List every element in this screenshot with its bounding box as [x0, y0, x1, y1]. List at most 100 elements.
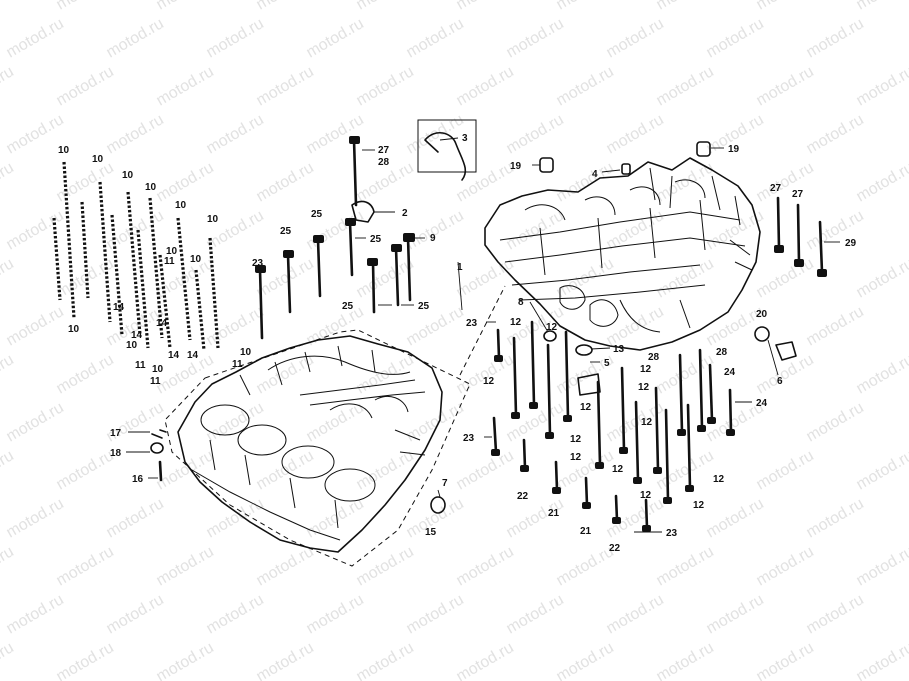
stud-rods-left	[52, 161, 220, 351]
callout: 12	[640, 364, 652, 375]
callout: 16	[132, 474, 144, 485]
callout: 13	[613, 344, 625, 355]
callout: 21	[548, 508, 560, 519]
callout: 12	[546, 322, 558, 333]
watermark-text: motod.ru	[504, 15, 567, 61]
callout: 17	[110, 428, 122, 439]
watermark-text: motod.ru	[104, 111, 167, 157]
watermark-text: motod.ru	[0, 63, 17, 109]
callout: 27	[378, 145, 390, 156]
callout: 14	[187, 350, 199, 361]
upper-bolts	[255, 119, 477, 340]
watermark-text: motod.ru	[0, 639, 17, 681]
watermark-text: motod.ru	[204, 15, 267, 61]
watermark-text: motod.ru	[154, 63, 217, 109]
watermark-text: motod.ru	[654, 159, 717, 205]
callout: 7	[442, 478, 448, 489]
callout: 25	[370, 234, 382, 245]
watermark-text: motod.ru	[754, 543, 817, 589]
watermark-text: motod.ru	[854, 543, 909, 589]
callout: 6	[777, 376, 783, 387]
callout: 10	[68, 324, 80, 335]
callout: 12	[570, 452, 582, 463]
watermark-text: motod.ru	[454, 159, 517, 205]
watermark-text: motod.ru	[604, 15, 667, 61]
callout: 28	[378, 157, 390, 168]
callout: 25	[280, 226, 292, 237]
watermark-text: motod.ru	[754, 639, 817, 681]
watermark-text: motod.ru	[404, 591, 467, 637]
watermark-text: motod.ru	[54, 159, 117, 205]
watermark-text: motod.ru	[0, 255, 17, 301]
callout: 2	[402, 208, 408, 219]
watermark-text: motod.ru	[254, 543, 317, 589]
callout: 23	[666, 528, 678, 539]
watermark-text: motod.ru	[404, 207, 467, 253]
callout: 14	[113, 302, 125, 313]
callout: 10	[126, 340, 138, 351]
callout: 11	[232, 359, 243, 370]
watermark-text: motod.ru	[704, 15, 767, 61]
watermark-text: motod.ru	[854, 447, 909, 493]
callout: 10	[145, 182, 157, 193]
callout: 11	[135, 360, 146, 371]
watermark-text: motod.ru	[654, 543, 717, 589]
watermark-text: motod.ru	[654, 351, 717, 397]
watermark-text: motod.ru	[804, 399, 867, 445]
watermark-text: motod.ru	[404, 399, 467, 445]
callout: 12	[570, 434, 582, 445]
watermark-text: motod.ru	[254, 639, 317, 681]
callout: 12	[580, 402, 592, 413]
watermark-text: motod.ru	[4, 591, 67, 637]
callout: 23	[466, 318, 478, 329]
watermark-text: motod.ru	[154, 543, 217, 589]
lower-bolts	[491, 196, 827, 532]
callout: 21	[580, 526, 592, 537]
watermark-text: motod.ru	[204, 495, 267, 541]
callout: 28	[648, 352, 660, 363]
watermark-text: motod.ru	[654, 255, 717, 301]
watermark-text: motod.ru	[804, 15, 867, 61]
watermark-text: motod.ru	[754, 159, 817, 205]
watermark-text: motod.ru	[154, 0, 217, 13]
callout: 4	[592, 169, 598, 180]
callout: 3	[462, 133, 468, 144]
watermark-text: motod.ru	[654, 63, 717, 109]
watermark-text: motod.ru	[454, 63, 517, 109]
callout: 23	[463, 433, 475, 444]
watermark-text: motod.ru	[54, 0, 117, 13]
watermark-text: motod.ru	[304, 399, 367, 445]
watermark-text: motod.ru	[454, 351, 517, 397]
watermark-text: motod.ru	[854, 159, 909, 205]
watermark-text: motod.ru	[754, 63, 817, 109]
watermark-text: motod.ru	[654, 639, 717, 681]
watermark-text: motod.ru	[254, 0, 317, 13]
watermark-text: motod.ru	[754, 351, 817, 397]
callout: 22	[517, 491, 529, 502]
callout: 20	[756, 309, 768, 320]
callout: 12	[713, 474, 725, 485]
watermark-text: motod.ru	[554, 63, 617, 109]
callout: 12	[640, 490, 652, 501]
callout-labels: 10 10 10 10 10 10 10 10 10 10 10 10 11 1…	[58, 133, 857, 554]
watermark-text: motod.ru	[704, 495, 767, 541]
watermark-text: motod.ru	[554, 0, 617, 13]
watermark-text: motod.ru	[854, 255, 909, 301]
watermark-text: motod.ru	[4, 495, 67, 541]
callout: 10	[58, 145, 70, 156]
callout: 10	[207, 214, 219, 225]
watermark-text: motod.ru	[354, 639, 417, 681]
callout: 10	[92, 154, 104, 165]
callout: 25	[311, 209, 323, 220]
watermark-text: motod.ru	[0, 159, 17, 205]
watermark-text: motod.ru	[804, 591, 867, 637]
callout: 15	[425, 527, 437, 538]
upper-crankcase	[484, 157, 761, 351]
watermark-text: motod.ru	[804, 111, 867, 157]
watermark-text: motod.ru	[254, 63, 317, 109]
watermark-text: motod.ru	[54, 639, 117, 681]
callout: 10	[175, 200, 187, 211]
watermark-text: motod.ru	[704, 591, 767, 637]
callout: 24	[756, 398, 768, 409]
